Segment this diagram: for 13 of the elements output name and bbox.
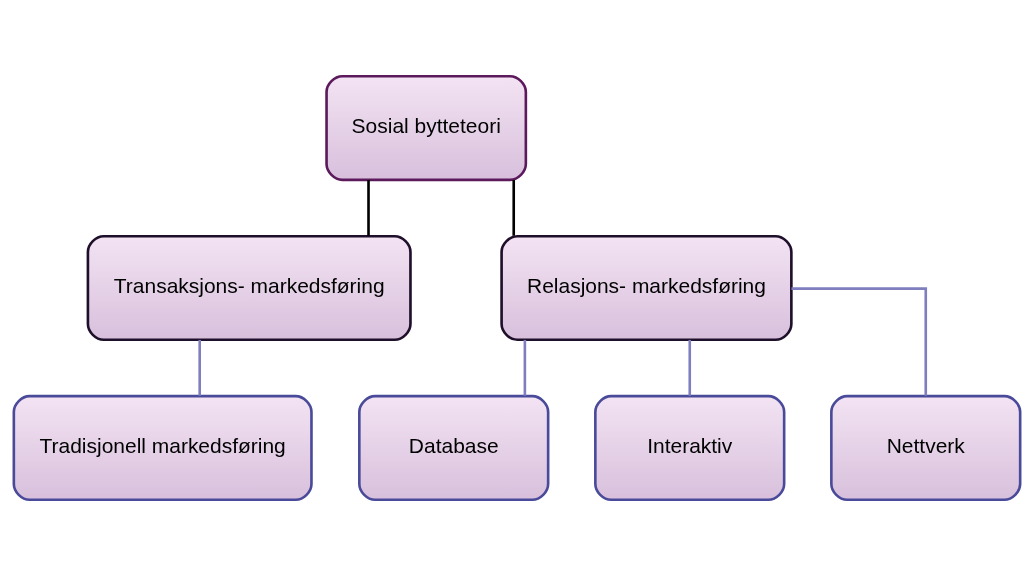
node-box: Nettverk	[830, 394, 1022, 501]
node-box: Relasjons- markedsføring	[500, 234, 793, 341]
node-box: Interaktiv	[594, 394, 786, 501]
connector	[791, 286, 928, 396]
connector	[512, 179, 516, 236]
connector	[198, 339, 201, 396]
node-box: Transaksjons- markedsføring	[86, 234, 412, 341]
node-box: Tradisjonell markedsføring	[12, 394, 313, 501]
node-box: Database	[358, 394, 550, 501]
connector	[523, 339, 527, 396]
node-box: Sosial bytteteori	[325, 74, 528, 181]
connector	[688, 339, 692, 396]
connector	[367, 179, 370, 236]
